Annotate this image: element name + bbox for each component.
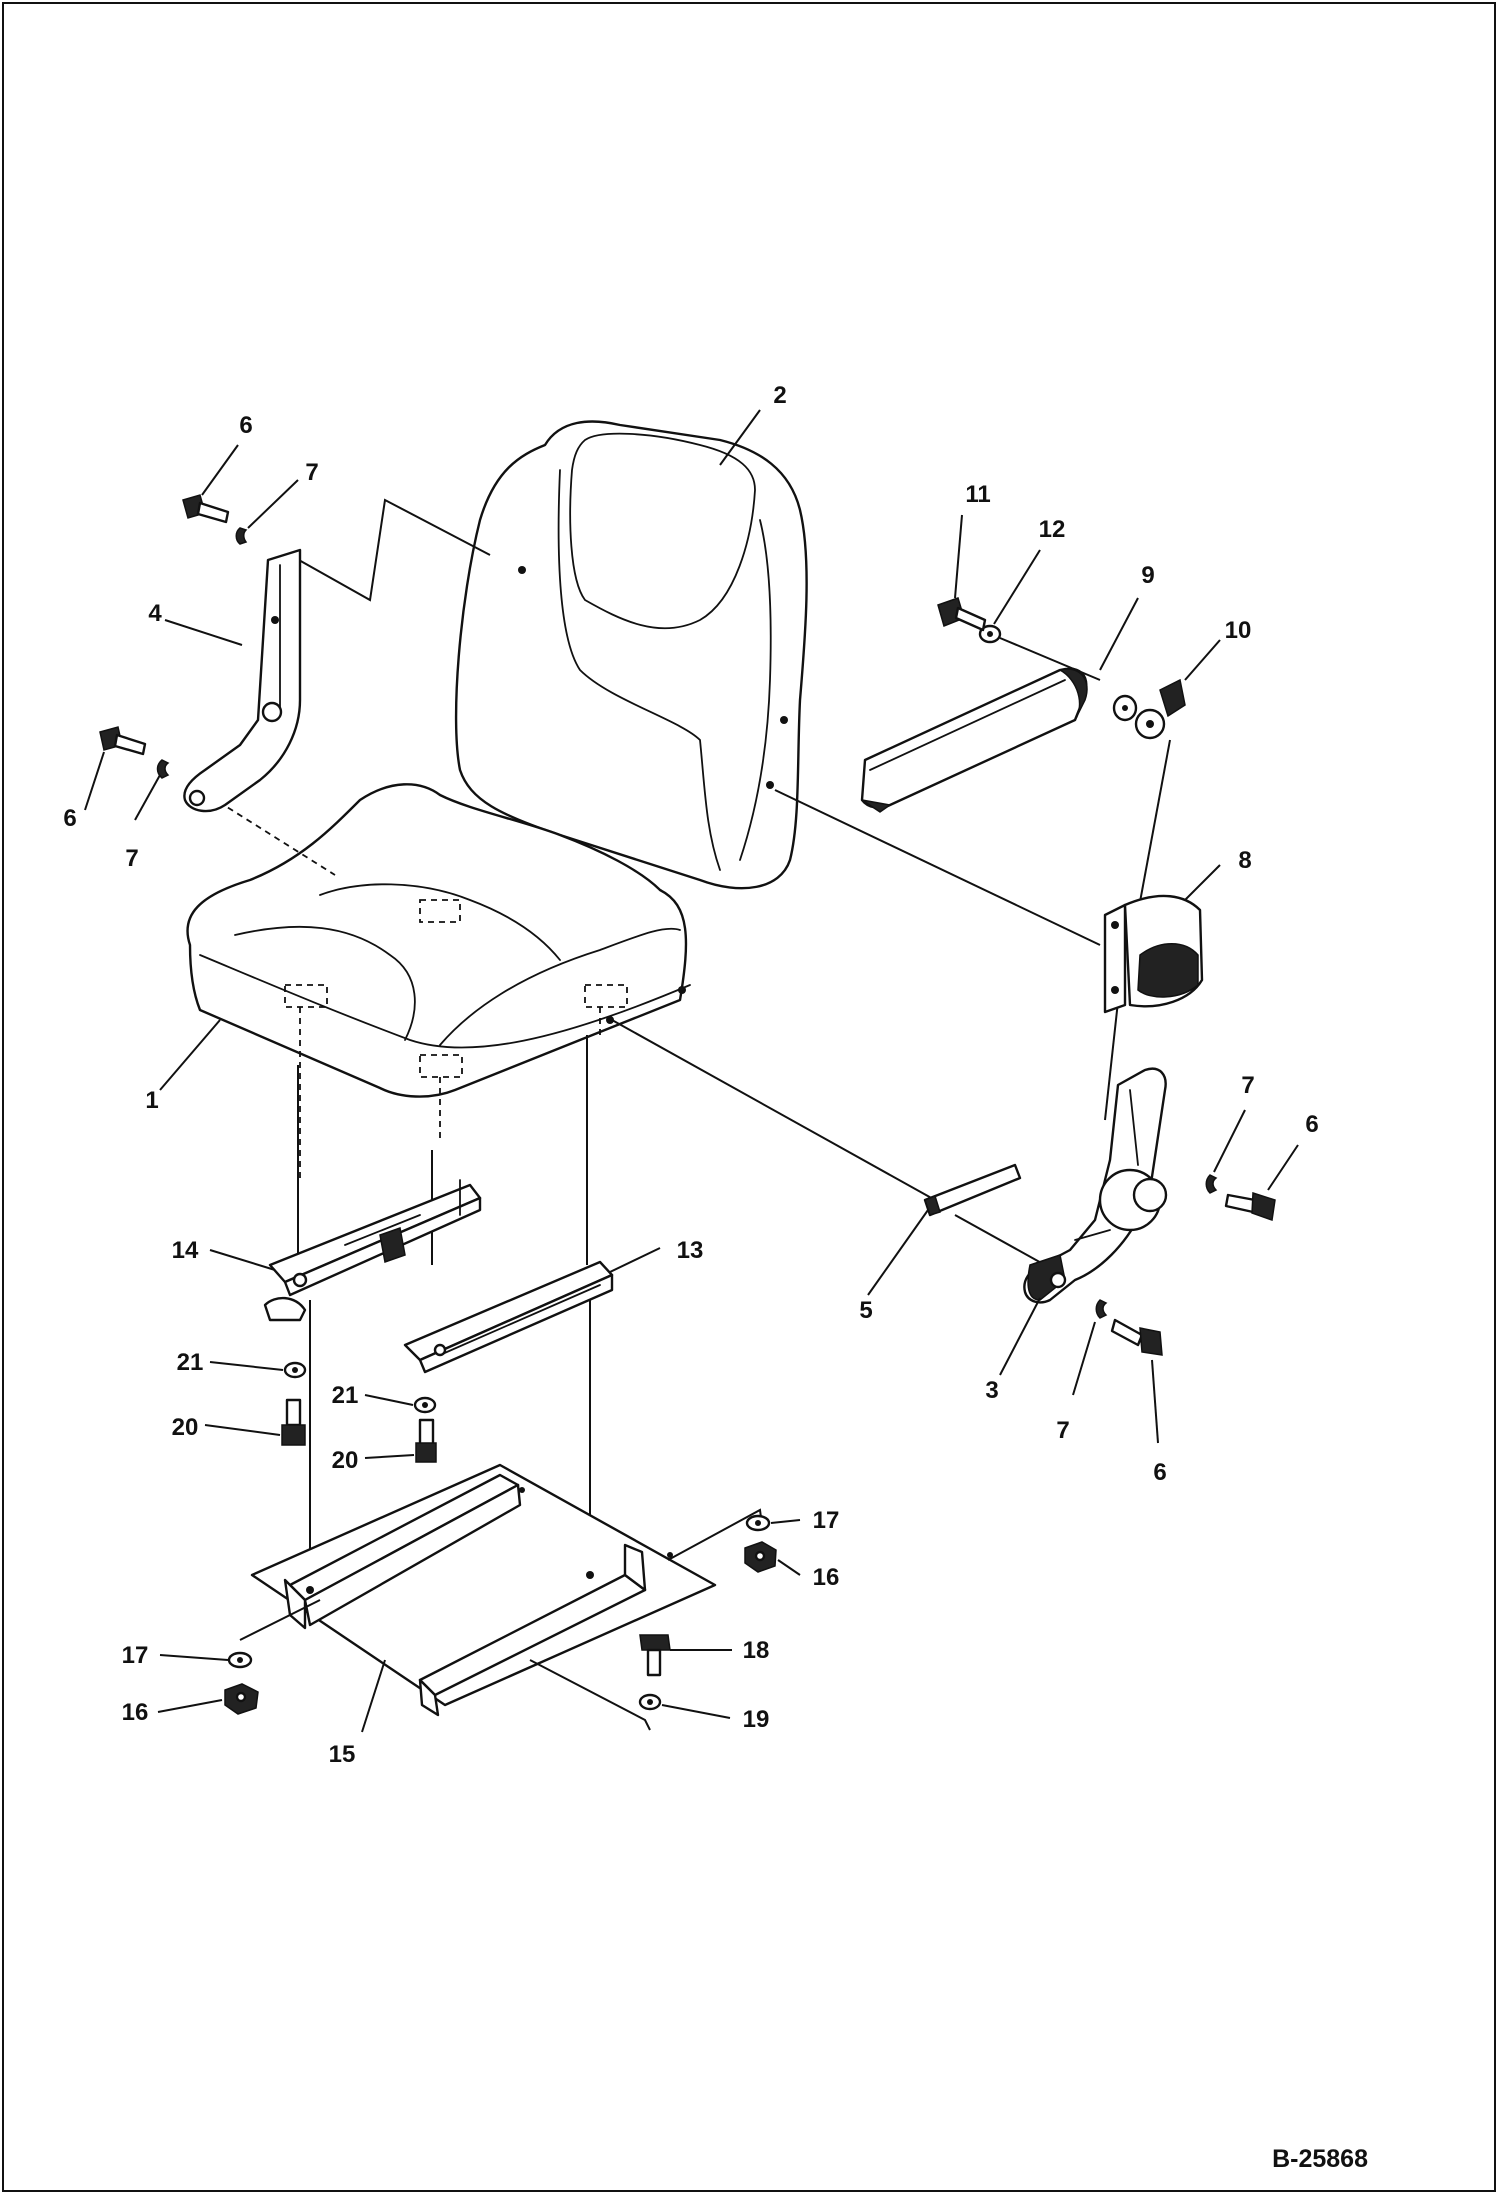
- callout-7-top-left: 7: [305, 459, 318, 486]
- callout-9: 9: [1141, 562, 1154, 589]
- callout-18: 18: [743, 1637, 770, 1664]
- bolt-11-part: [937, 597, 987, 632]
- callout-5: 5: [859, 1297, 872, 1324]
- hardware-washers-nuts: [156, 527, 1218, 1715]
- callout-3: 3: [985, 1377, 998, 1404]
- seat-base-plate-part: [239, 1463, 763, 1731]
- callout-21-center: 21: [332, 1382, 359, 1409]
- callout-8: 8: [1238, 847, 1251, 874]
- callout-10: 10: [1225, 617, 1252, 644]
- callout-13: 13: [677, 1237, 704, 1264]
- callout-11: 11: [965, 481, 990, 508]
- callout-15: 15: [329, 1741, 356, 1768]
- callout-14: 14: [172, 1237, 199, 1264]
- seat-cushion-part: [186, 783, 691, 1180]
- washers-10-12-part: [978, 624, 1186, 740]
- callout-4: 4: [148, 600, 162, 627]
- callout-leaders: [84, 409, 1299, 1733]
- callout-7-right-lower: 7: [1056, 1417, 1069, 1444]
- right-slide-rail-part: [403, 1260, 614, 1374]
- callout-6-right-lower: 6: [1153, 1459, 1166, 1486]
- callout-1: 1: [145, 1087, 158, 1114]
- seat-back-part: [454, 420, 808, 890]
- callout-labels: 1 2 3 4 5 6 6 6 6 7 7 7 7 8 9 10 11 12 1…: [63, 382, 1318, 1768]
- hardware-bolts: [99, 494, 1276, 1677]
- callout-2: 2: [773, 382, 786, 409]
- callout-17-right: 17: [813, 1507, 840, 1534]
- callout-16-right: 16: [813, 1564, 840, 1591]
- callout-6-mid-left: 6: [63, 805, 76, 832]
- left-slide-rail-part: [263, 1179, 482, 1322]
- plate-5-part: [923, 1163, 1022, 1217]
- callout-7-right-upper: 7: [1241, 1072, 1254, 1099]
- callout-7-mid-left: 7: [125, 845, 138, 872]
- armrest-9-part: [860, 667, 1088, 813]
- callout-12: 12: [1039, 516, 1066, 543]
- callout-16-left: 16: [122, 1699, 149, 1726]
- callout-21-left: 21: [177, 1349, 204, 1376]
- bracket-8-part: [1103, 894, 1204, 1014]
- callout-6-top-left: 6: [239, 412, 252, 439]
- callout-20-center: 20: [332, 1447, 359, 1474]
- callout-20-left: 20: [172, 1414, 199, 1441]
- drawing-reference-number: B-25868: [1272, 2145, 1368, 2173]
- callout-19: 19: [743, 1706, 770, 1733]
- callout-17-left: 17: [122, 1642, 149, 1669]
- left-back-bracket-part: [183, 548, 302, 813]
- callout-6-right-upper: 6: [1305, 1111, 1318, 1138]
- right-hinge-lever-part: [1023, 1067, 1168, 1304]
